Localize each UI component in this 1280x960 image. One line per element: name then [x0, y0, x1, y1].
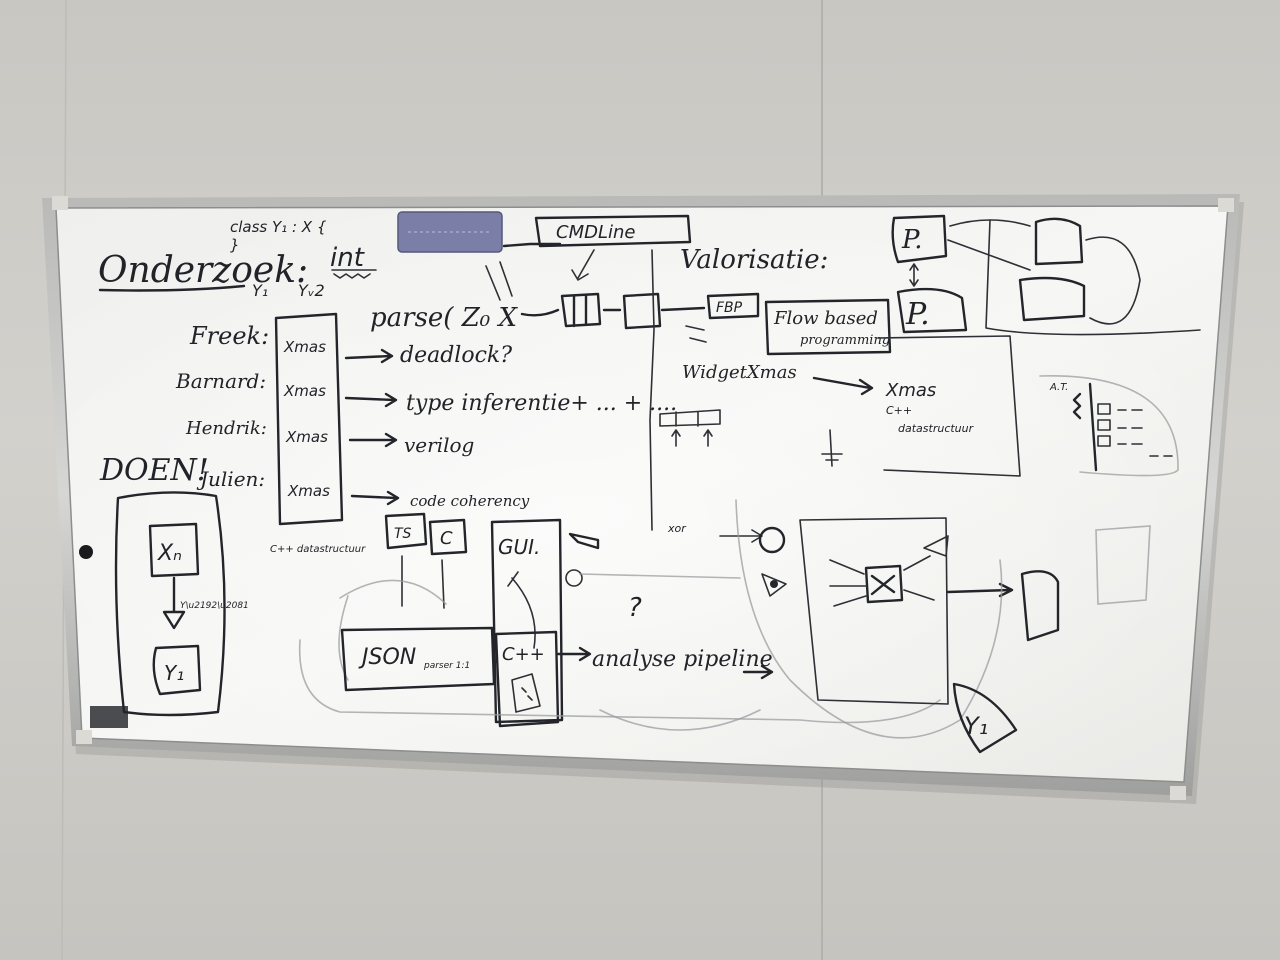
- xmas-item-2: Xmas: [283, 382, 326, 400]
- widgetxmas-label: WidgetXmas: [682, 362, 797, 383]
- eraser-icon: [90, 706, 128, 728]
- xor-note: xor: [667, 522, 687, 535]
- flow-based-label: Flow based: [773, 308, 878, 329]
- json-box: JSON: [358, 645, 416, 670]
- at-label: A.T.: [1049, 382, 1068, 393]
- xmas-item-3: Xmas: [285, 428, 328, 446]
- cmdline-box: CMDLine: [556, 222, 635, 243]
- p-box-bottom: P.: [905, 297, 930, 332]
- xmas-right-label: Xmas: [885, 380, 936, 401]
- magnet-icon: [79, 545, 93, 559]
- xmas-item-1: Xmas: [283, 338, 326, 356]
- gui-box: GUI.: [498, 535, 540, 559]
- int-label: int: [330, 243, 365, 273]
- programming-label: programming: [800, 333, 890, 348]
- frame-corner-icon: [52, 196, 68, 210]
- frame-corner-icon: [1218, 198, 1234, 212]
- outcome-type-inferentie: type inferentie+ ... + ....: [406, 391, 677, 416]
- svg-text:Y\u2192\u2081: Y\u2192\u2081: [180, 601, 249, 611]
- class-close: }: [230, 236, 240, 254]
- outcome-verilog: verilog: [404, 433, 474, 457]
- analyse-pipeline: analyse pipeline: [592, 647, 773, 672]
- frame-corner-icon: [1170, 786, 1186, 800]
- doen-box-y1: Y₁: [164, 661, 184, 685]
- p-box-top: P.: [901, 225, 923, 255]
- type-yv2: Yᵥ2: [298, 281, 325, 300]
- fbp-box: FBP: [716, 300, 743, 316]
- datastructuur-right-label: datastructuur: [898, 422, 975, 435]
- c-box: C: [440, 528, 453, 549]
- parser-note: parser 1:1: [423, 661, 470, 671]
- person-freek: Freek:: [189, 322, 269, 350]
- person-barnard: Barnard:: [175, 369, 266, 393]
- cpp-right-label: C++: [886, 404, 912, 417]
- parse-expression: parse( Z₀ X: [370, 303, 518, 333]
- heading-doen: DOEN!: [99, 453, 209, 488]
- y1-corner-box: Y₁: [964, 712, 988, 740]
- ts-box: TS: [394, 526, 412, 542]
- person-hendrik: Hendrik:: [185, 418, 267, 439]
- heading-onderzoek: Onderzoek:: [98, 250, 308, 291]
- center-section: parse( Z₀ X CMDLine FBP WidgetXmas TS C: [298, 214, 941, 731]
- type-y1: Y₁: [252, 281, 268, 300]
- class-snippet: class Y₁ : X {: [230, 218, 327, 236]
- frame-corner-icon: [76, 730, 92, 744]
- cpp-box: C++: [502, 644, 545, 665]
- whiteboard: [42, 194, 1244, 804]
- doen-box-xn: Xₙ: [157, 541, 182, 566]
- question-mark: ?: [628, 593, 642, 623]
- outcome-deadlock: deadlock?: [400, 343, 512, 368]
- cpp-datastructuur-note: C++ datastructuur: [270, 544, 366, 555]
- onderzoek-section: Onderzoek: class Y₁ : X { } int Y₁ Yᵥ2 F…: [98, 218, 677, 717]
- person-julien: Julien:: [196, 467, 265, 491]
- outcome-code-coherency: code coherency: [410, 492, 530, 510]
- valorisatie-section: Valorisatie: Flow based programming Xmas…: [680, 214, 1201, 754]
- heading-valorisatie: Valorisatie:: [680, 245, 828, 275]
- xmas-item-4: Xmas: [287, 482, 330, 500]
